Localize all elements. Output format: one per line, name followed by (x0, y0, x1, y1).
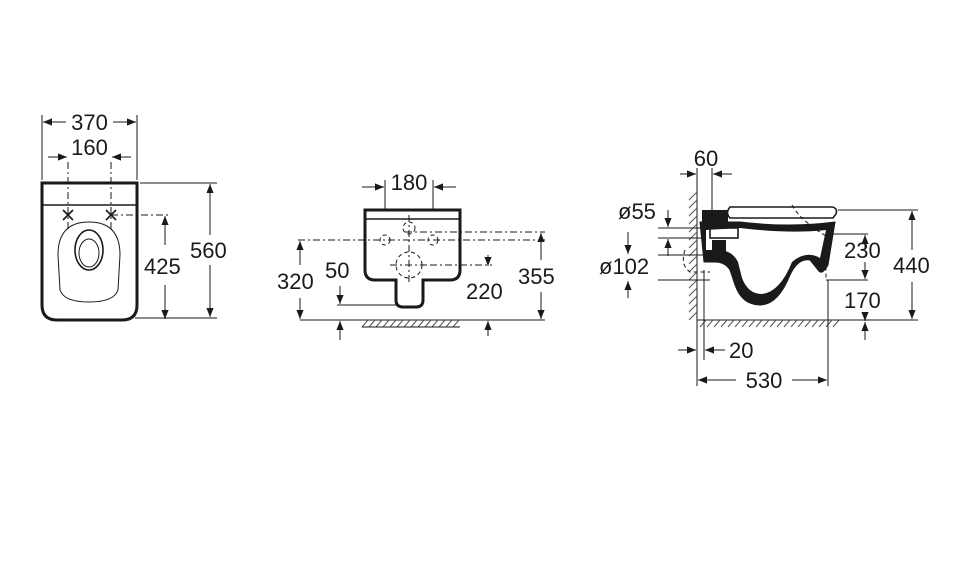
rear-floor-hatch (361, 319, 460, 328)
wall-hatch (688, 191, 698, 321)
dim-fixing-spacing: 160 (71, 135, 108, 160)
outlet-connector (712, 240, 726, 258)
rear-body-outline (363, 208, 462, 309)
dim-projection: 530 (746, 368, 783, 393)
bowl-opening-inner (78, 238, 100, 268)
hinge-block (702, 210, 728, 222)
outlet-dashed (682, 249, 710, 273)
bowl-opening (74, 229, 104, 271)
dim-total-height: 440 (893, 253, 930, 278)
dim-outlet-height: 170 (844, 288, 881, 313)
dim-drain-offset: 50 (325, 258, 349, 283)
dim-inlet-diameter: ø55 (618, 199, 656, 224)
fixing-hole-left-b (62, 209, 74, 221)
dim-rear-fixing-height: 320 (277, 269, 314, 294)
bowl-inner-outline (57, 221, 121, 303)
dim-fixing-height: 425 (144, 254, 181, 279)
seat-lid (726, 206, 838, 219)
front-view: 370 160 425 560 (40, 110, 227, 322)
rim-dashed (791, 204, 827, 280)
dim-inlet-height: 230 (844, 238, 881, 263)
dim-hole-spacing: 180 (391, 170, 428, 195)
dim-wall-offset: 20 (729, 338, 753, 363)
side-floor-hatch (699, 319, 840, 328)
rear-view: 180 320 50 220 355 (277, 170, 555, 340)
bowl-body-inner (706, 228, 826, 294)
dim-rear-top-height: 355 (518, 264, 555, 289)
dim-drain-height: 220 (466, 279, 503, 304)
inlet-connector (709, 227, 739, 239)
dim-wall-gap: 60 (694, 146, 718, 171)
bowl-outline (40, 181, 139, 322)
dim-total-width: 370 (71, 110, 108, 135)
side-view: 60 ø55 ø102 230 440 170 20 530 (599, 146, 930, 393)
dim-total-depth: 560 (190, 238, 227, 263)
dim-outlet-diameter: ø102 (599, 254, 649, 279)
